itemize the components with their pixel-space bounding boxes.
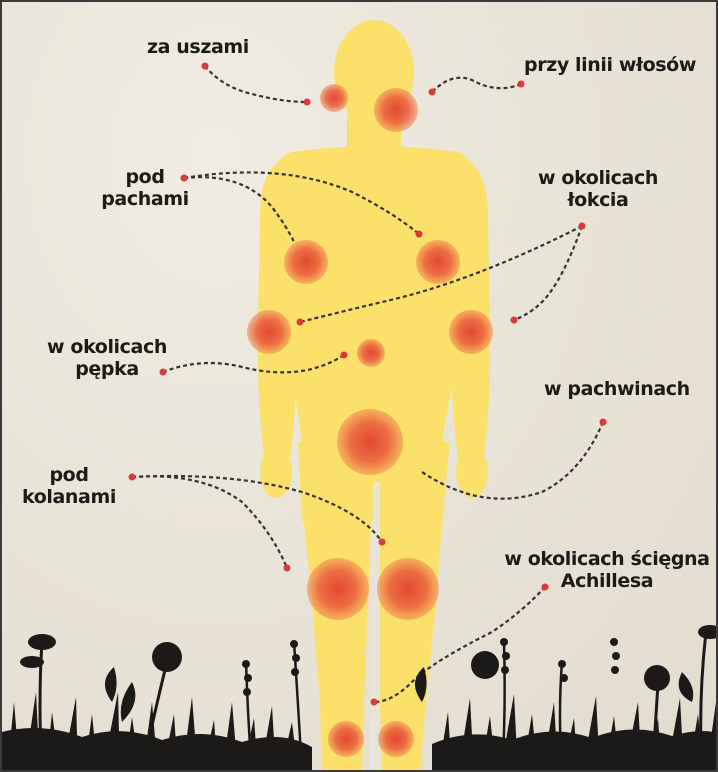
leader-dot: [202, 63, 209, 70]
leader-dot: [429, 89, 436, 96]
label-elbow-line2: łokcia: [528, 189, 668, 211]
leader-dot: [518, 81, 525, 88]
label-elbow-line1: w okolicach: [528, 167, 668, 189]
spot-left-knee: [307, 558, 369, 620]
spot-groin: [337, 409, 403, 475]
label-navel-line1: w okolicach: [32, 336, 182, 358]
label-armpits-line1: pod: [100, 166, 190, 188]
leader-groin: [422, 422, 603, 499]
label-navel: w okolicach pępka: [32, 336, 182, 380]
label-achilles: w okolicach ścięgna Achillesa: [498, 548, 716, 592]
spot-left-armpit: [284, 240, 328, 284]
label-behind-ears: za uszami: [147, 36, 249, 58]
label-hairline: przy linii włosów: [524, 54, 696, 76]
leader-dot: [284, 565, 291, 572]
spot-hairline: [374, 88, 418, 132]
leader-dot: [600, 419, 607, 426]
spot-left-elbow: [247, 310, 291, 354]
leader-behind-ears: [205, 66, 307, 102]
leader-dot: [579, 223, 586, 230]
spot-left-achilles: [328, 721, 364, 757]
label-armpits-line2: pachami: [100, 188, 190, 210]
label-armpits: pod pachami: [100, 166, 190, 210]
spot-right-achilles: [378, 721, 414, 757]
label-knees: pod kolanami: [14, 464, 124, 508]
spot-right-armpit: [416, 240, 460, 284]
leader-dot: [379, 539, 386, 546]
leader-dot: [129, 474, 136, 481]
leader-dot: [371, 699, 378, 706]
leader-left-knee: [132, 476, 287, 568]
spot-navel: [357, 339, 385, 367]
label-achilles-line2: Achillesa: [498, 570, 716, 592]
leader-dot: [511, 317, 518, 324]
leader-right-elbow: [514, 226, 582, 320]
leader-dot: [297, 319, 304, 326]
leader-dot: [341, 352, 348, 359]
spot-right-knee: [377, 558, 439, 620]
leader-dot: [304, 99, 311, 106]
label-knees-line1: pod: [14, 464, 124, 486]
spot-right-elbow: [449, 310, 493, 354]
label-elbow: w okolicach łokcia: [528, 167, 668, 211]
label-navel-line2: pępka: [32, 358, 182, 380]
label-knees-line2: kolanami: [14, 486, 124, 508]
leg-gap: [370, 482, 380, 772]
label-achilles-line1: w okolicach ścięgna: [498, 548, 716, 570]
spot-behind-ear: [320, 84, 348, 112]
leader-dot: [416, 231, 423, 238]
leader-hairline: [432, 78, 521, 92]
label-groin: w pachwinach: [544, 378, 690, 400]
